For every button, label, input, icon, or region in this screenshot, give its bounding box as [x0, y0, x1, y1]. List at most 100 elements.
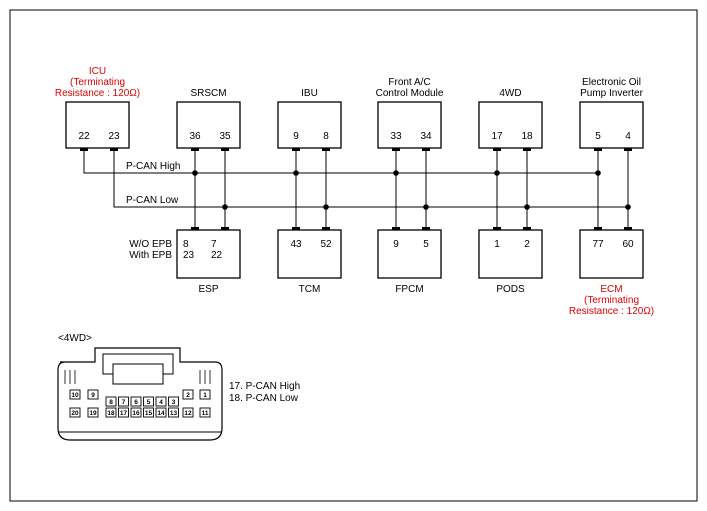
- p-can-low-wire: [113, 151, 628, 208]
- connector-legend-line: 17. P-CAN High: [229, 381, 300, 392]
- module-srscm: 36 35 SRSCM: [176, 88, 241, 151]
- junction-dot: [524, 204, 530, 210]
- ibu-pin-8: 8: [323, 131, 329, 142]
- connector-cavity: [69, 389, 81, 400]
- connector-pin-2: 2: [182, 389, 194, 400]
- connector-pin-label: 16: [132, 410, 140, 417]
- tcm-name-line: TCM: [299, 284, 321, 295]
- p-can-high-wire: [83, 151, 598, 174]
- esp-terminal: [191, 227, 199, 230]
- tcm-terminal: [322, 227, 330, 230]
- connector-pin-label: 19: [89, 410, 97, 417]
- esp-row-label: W/O EPB: [129, 239, 172, 250]
- connector-pin-1: 1: [199, 389, 211, 400]
- srscm-terminal: [191, 148, 199, 151]
- connector-legend-line: 18. P-CAN Low: [229, 393, 299, 404]
- connector-pin-label: 10: [71, 392, 79, 399]
- srscm-name-line: SRSCM: [190, 88, 226, 99]
- front-ac-box: [377, 101, 442, 149]
- connector-cavity: [87, 389, 99, 400]
- connector-cavity: [118, 407, 129, 418]
- srscm-pin-36: 36: [189, 131, 201, 142]
- esp-pin-7: 7: [211, 239, 217, 250]
- pods-name-line: PODS: [496, 284, 525, 295]
- ecm-name-line: Resistance : 120Ω): [569, 306, 654, 317]
- srscm-pin-35: 35: [219, 131, 231, 142]
- srscm-terminal: [221, 148, 229, 151]
- junction-dot: [393, 170, 399, 176]
- connector-cavity: [168, 396, 179, 407]
- icu-box: [65, 101, 130, 149]
- connector-pin-label: 17: [120, 410, 128, 417]
- fpcm-box: [377, 229, 442, 279]
- junction-dot: [423, 204, 429, 210]
- connector-pin-label: 5: [147, 399, 151, 406]
- fpcm-terminal: [392, 227, 400, 230]
- connector-pin-15: 15: [143, 407, 154, 418]
- connector-pin-10: 10: [69, 389, 81, 400]
- connector-latch-inner: [112, 363, 164, 385]
- connector-pin-label: 20: [71, 410, 79, 417]
- 4wd-name-line: 4WD: [499, 88, 521, 99]
- ecm-name-line: ECM: [600, 284, 622, 295]
- esp-terminal: [221, 227, 229, 230]
- connector-pin-11: 11: [199, 407, 211, 418]
- icu-name-line: (Terminating: [70, 77, 125, 88]
- connector-cavity: [130, 396, 142, 407]
- connector-cavity: [143, 407, 154, 418]
- connector-cavity: [105, 407, 117, 418]
- connector-cavity: [130, 407, 142, 418]
- connector-housing: [57, 347, 223, 441]
- ecm-terminal: [594, 227, 602, 230]
- connector-pin-label: 2: [186, 392, 190, 399]
- front-ac-pin-33: 33: [390, 131, 402, 142]
- connector-pin-label: 9: [91, 392, 95, 399]
- fpcm-name-line: FPCM: [395, 284, 423, 295]
- connector-pin-label: 6: [134, 399, 138, 406]
- fpcm-terminal: [422, 227, 430, 230]
- connector-cavity: [182, 407, 194, 418]
- junction-dot: [625, 204, 631, 210]
- connector-pin-label: 12: [184, 410, 192, 417]
- connector-pin-label: 18: [107, 410, 115, 417]
- connector-pin-label: 4: [159, 399, 163, 406]
- ecm-pin-60: 60: [622, 239, 634, 250]
- connector-cavity: [105, 396, 117, 407]
- tcm-pin-52: 52: [320, 239, 332, 250]
- srscm-box: [176, 101, 241, 149]
- connector-pin-4: 4: [155, 396, 167, 407]
- pods-box: [478, 229, 543, 279]
- connector-pin-label: 7: [122, 399, 126, 406]
- 4wd-terminal: [523, 148, 531, 151]
- tcm-terminal: [292, 227, 300, 230]
- icu-pin-23: 23: [108, 131, 120, 142]
- 4wd-box: [478, 101, 543, 149]
- front-ac-terminal: [392, 148, 400, 151]
- tcm-box: [277, 229, 342, 279]
- connector-pin-3: 3: [168, 396, 179, 407]
- connector-pin-19: 19: [87, 407, 99, 418]
- ibu-box: [277, 101, 342, 149]
- eop-inverter-pin-5: 5: [595, 131, 601, 142]
- junction-dot: [222, 204, 228, 210]
- connector-pin-13: 13: [168, 407, 179, 418]
- ibu-terminal: [322, 148, 330, 151]
- connector-cavity: [182, 389, 194, 400]
- connector-cavity: [155, 407, 167, 418]
- esp-row-label: With EPB: [129, 250, 172, 261]
- junction-dot: [293, 170, 299, 176]
- connector-pin-18: 18: [105, 407, 117, 418]
- p-can-low-label: P-CAN Low: [126, 195, 179, 206]
- ibu-pin-9: 9: [293, 131, 299, 142]
- junction-dot: [494, 170, 500, 176]
